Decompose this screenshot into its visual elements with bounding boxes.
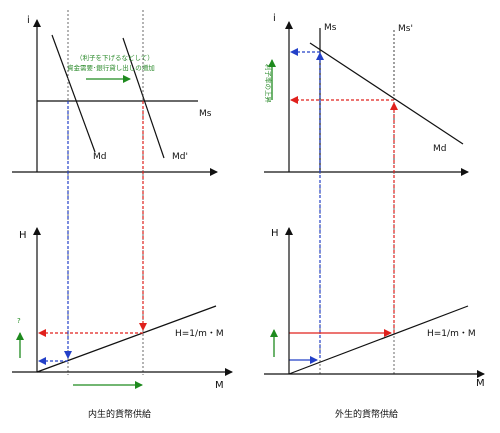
left-ms-label: Ms [199,109,212,119]
left-bottom-h-label: H [19,230,27,241]
right-ms2-label: Ms' [398,24,413,34]
left-question-mark: ? [17,317,21,325]
right-md-line [309,42,464,145]
right-caption: 外生的貨幣供給 [335,408,398,420]
left-md-label: Md [93,152,106,162]
right-top-i-label: i [273,13,276,24]
right-money-multiplier-line [288,305,469,375]
right-bottom-panel: H M H=1/m・M [264,227,485,389]
left-money-multiplier-line [36,305,217,373]
right-md-label: Md [433,144,446,154]
left-top-panel: i Ms Md Md' （利子を下げるなどして） 資金需要･銀行貸し出しの増加 [12,15,218,176]
right-bottom-h-label: H [271,228,279,239]
right-bottom-m-label: M [476,378,485,389]
left-md-line [51,34,96,153]
left-line-label: H=1/m・M [175,329,224,339]
left-bottom-panel: H M H=1/m・M ? [12,227,233,391]
left-md2-label: Md' [172,152,188,162]
left-note-line1: （利子を下げるなどして） [76,53,154,62]
left-bottom-m-label: M [215,380,224,391]
left-caption: 内生的貨幣供給 [88,408,151,420]
right-ms-label: Ms [324,23,337,33]
left-note-line2: 資金需要･銀行貸し出しの増加 [67,63,155,72]
right-top-panel: i Ms Ms' Md 利子率の上昇 [264,13,469,176]
right-line-label: H=1/m・M [427,329,476,339]
left-md2-line [122,37,165,159]
right-note: 利子率の上昇 [264,64,273,104]
left-top-i-label: i [27,15,30,26]
